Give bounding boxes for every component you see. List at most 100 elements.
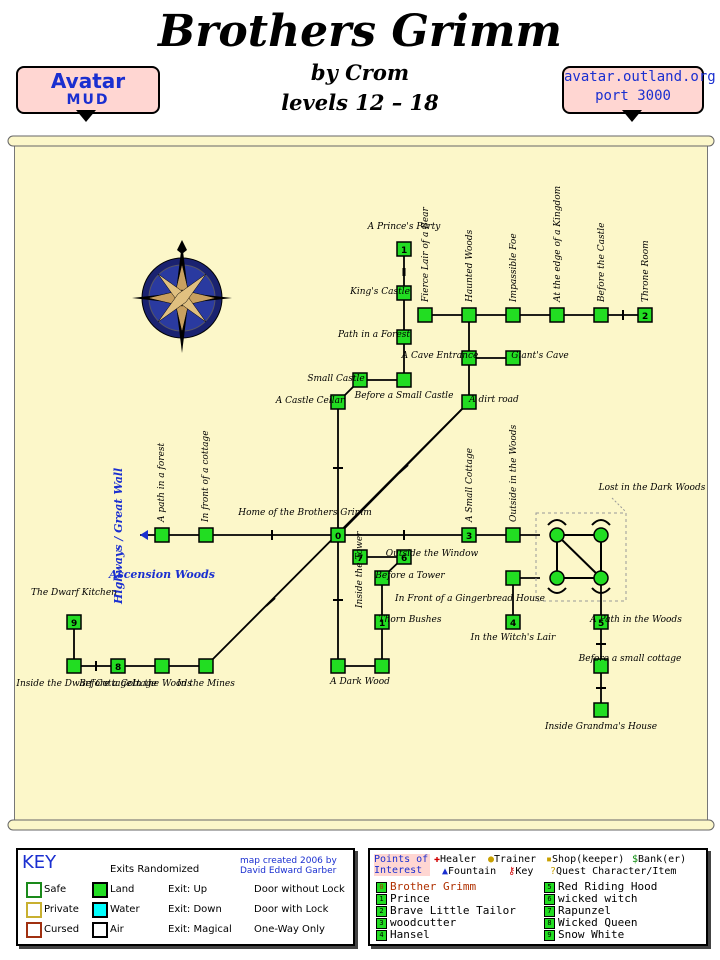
label-dark-wood: A Dark Wood [329, 677, 390, 687]
room-grandma [593, 702, 609, 718]
room-before-castle [593, 307, 609, 323]
label-home: Home of the Brothers Grimm [237, 508, 372, 518]
room-impassible-foe [505, 307, 521, 323]
key-safe: Safe [44, 884, 67, 895]
label-inside-dwarf: Inside the Dwarf Cottage [15, 679, 131, 689]
poi-legend-bank: $Bank(er) [632, 854, 687, 865]
key-one-way: One-Way Only [254, 924, 325, 935]
lost-in-dark-woods-maze [535, 497, 627, 602]
room-castle-cellar [330, 394, 346, 410]
room-path-forest2 [154, 527, 170, 543]
room-kings-castle [396, 285, 412, 301]
label-impassible-foe: Impassible Foe [509, 233, 519, 303]
room-home [330, 527, 346, 543]
label-haunted-woods: Haunted Woods [465, 229, 475, 303]
room-small-cottage [461, 527, 477, 543]
logo-line2: MUD [66, 92, 110, 108]
one-way-markers [95, 268, 624, 689]
room-haunted-woods [461, 307, 477, 323]
scroll-top-roll [7, 135, 715, 147]
parchment-map [14, 138, 708, 830]
label-small-castle: Small Castle [307, 374, 364, 384]
label-in-woods: In the Woods [131, 679, 192, 689]
key-credit: map created 2006 by David Edward Garber [240, 856, 337, 876]
label-fierce-lair: Fierce Lair of a Bear [421, 206, 431, 303]
poi-title: Points of Interest [374, 854, 430, 876]
lost-woods-room-se [593, 570, 609, 586]
room-numbers: 1 2 0 3 7 6 1 4 5 9 8 [71, 246, 648, 673]
poi-legend-quest: ?Quest Character/Item [550, 866, 677, 877]
room-number-0: 0 [335, 532, 341, 542]
label-outside-window: Outside the Window [386, 549, 479, 559]
key-water: Water [110, 904, 140, 915]
room-number-5: 5 [598, 619, 604, 629]
label-giants-cave: Giant's Cave [511, 351, 568, 361]
land-swatch [92, 882, 108, 898]
label-dirt-road: A dirt road [468, 395, 519, 405]
room-dwarf-kitchen [66, 614, 82, 630]
room-number-7: 7 [357, 554, 363, 564]
label-dwarf-kitchen: The Dwarf Kitchen [31, 588, 117, 598]
exit-arrow-icon [140, 530, 148, 540]
key-private: Private [44, 904, 79, 915]
label-before-tower: Before a Tower [374, 571, 445, 581]
label-before-small-castle: Before a Small Castle [354, 391, 454, 401]
label-castle-cellar: A Castle Cellar [275, 396, 345, 406]
poi-legend-healer: ✚Healer [434, 854, 477, 865]
room-fierce-lair [417, 307, 433, 323]
logo-line1: Avatar [50, 69, 126, 93]
server-banner: avatar.outland.org port 3000 [562, 66, 716, 114]
label-prince-party: A Prince's Party [367, 222, 442, 232]
room-throne-room [637, 307, 653, 323]
room-before-cottage [110, 658, 126, 674]
label-before-castle: Before the Castle [597, 223, 607, 303]
lost-woods-room-nw [549, 527, 565, 543]
label-before-small-cottage: Before a small cottage [578, 654, 682, 664]
lost-woods-room-ne [593, 527, 609, 543]
room-inside-dwarf [66, 658, 82, 674]
key-title: KEY [22, 852, 57, 873]
private-swatch [26, 902, 42, 918]
key-exit-down: Exit: Down [168, 904, 222, 915]
room-number-1b: 1 [379, 619, 385, 629]
room-giants-cave [505, 350, 521, 366]
room-number-4: 4 [510, 619, 516, 629]
room-small-castle [352, 372, 368, 388]
compass-rose-icon [132, 240, 232, 353]
label-highways-great-wall: Highways / Great Wall [112, 468, 125, 605]
poi-legend-trainer: ●Trainer [488, 854, 537, 865]
label-front-cottage: In front of a cottage [201, 430, 211, 523]
room-outside-woods [505, 527, 521, 543]
label-edge-kingdom: At the edge of a Kingdom [553, 186, 563, 303]
key-door-lock: Door with Lock [254, 904, 329, 915]
key-air: Air [110, 924, 124, 935]
room-front-cottage [198, 527, 214, 543]
poi-legend-key: ⚷Key [508, 866, 534, 877]
label-ascension-woods: Ascension Woods [108, 568, 215, 581]
key-exits-randomized: Exits Randomized [110, 864, 200, 875]
room-witch-lair [505, 614, 521, 630]
safe-swatch [26, 882, 42, 898]
room-prince-party [396, 241, 412, 257]
scroll-bottom-roll [7, 819, 715, 831]
room-before-small-castle [396, 372, 412, 388]
room-thorn-bushes [374, 614, 390, 630]
label-throne-room: Throne Room [641, 240, 651, 302]
room-gingerbread [505, 570, 521, 586]
map-title: Brothers Grimm [158, 6, 562, 57]
room-number-9: 9 [71, 619, 77, 629]
label-path-forest2: A path in a forest [157, 442, 167, 523]
room-number-6: 6 [401, 554, 407, 564]
label-witch-lair: In the Witch's Lair [470, 633, 556, 643]
room-number-3: 3 [466, 532, 472, 542]
label-grandma: Inside Grandma's House [544, 722, 657, 732]
room-labels: A Prince's Party King's Castle Path in a… [15, 222, 705, 732]
room-number-1: 1 [401, 246, 407, 256]
cursed-swatch [26, 922, 42, 938]
map-rooms [66, 241, 653, 718]
